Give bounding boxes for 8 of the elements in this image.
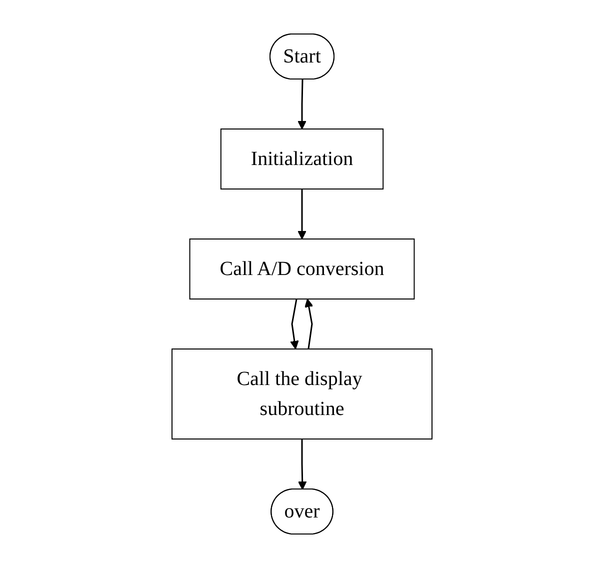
arrow bbox=[304, 298, 313, 350]
arrow bbox=[297, 79, 306, 130]
arrow bbox=[290, 298, 298, 350]
arrow bbox=[297, 189, 306, 240]
arrow bbox=[297, 439, 306, 490]
node-box: Call A/D conversion bbox=[188, 238, 414, 300]
node-box: Call the display subroutine bbox=[171, 348, 432, 440]
node-box: Initialization bbox=[220, 128, 384, 190]
